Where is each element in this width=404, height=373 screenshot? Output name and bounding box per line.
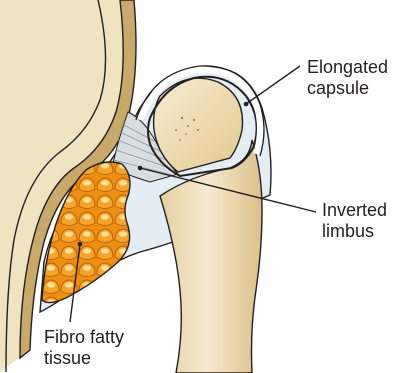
label-limbus-line1: Inverted xyxy=(322,200,387,221)
leader-capsule-dot xyxy=(244,102,249,107)
label-capsule-line2: capsule xyxy=(307,78,388,99)
leader-limbus-dot xyxy=(138,166,143,171)
label-inverted-limbus: Inverted limbus xyxy=(322,200,387,242)
label-elongated-capsule: Elongated capsule xyxy=(307,57,388,99)
leader-fibro-dot xyxy=(78,242,83,247)
label-limbus-line2: limbus xyxy=(322,221,387,242)
label-fibro-line2: tissue xyxy=(44,348,124,369)
label-fibro-line1: Fibro fatty xyxy=(44,327,124,348)
label-fibro-fatty-tissue: Fibro fatty tissue xyxy=(44,327,124,369)
leader-capsule xyxy=(246,66,300,104)
label-capsule-line1: Elongated xyxy=(307,57,388,78)
